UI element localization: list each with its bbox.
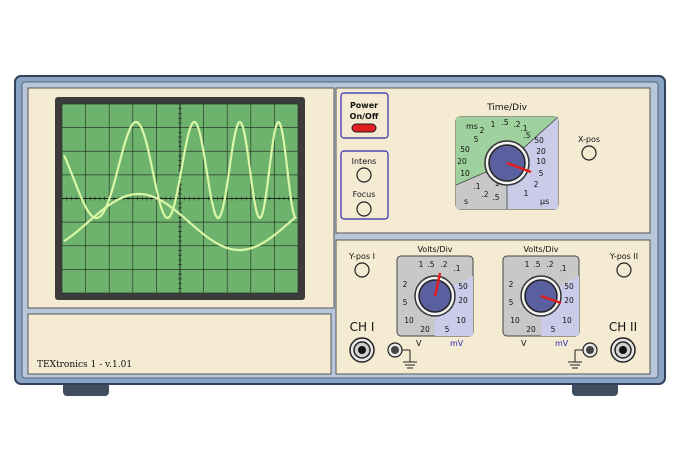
- volts-div-1-ticks: 1.5 .2 .1 50 20 10 5 2 5 10 20: [403, 260, 468, 334]
- time-div-tick-label: 20: [457, 157, 467, 166]
- time-div-tick-label: .5: [501, 118, 508, 127]
- volts-div-tick-label: 2: [509, 280, 514, 289]
- volts-div-1-needle: [433, 272, 442, 297]
- time-div-tick-label: 20: [536, 147, 546, 156]
- ch1-connector[interactable]: [349, 337, 375, 363]
- volts-div-tick-label: 10: [404, 316, 414, 325]
- y-pos-1-knob[interactable]: [354, 262, 370, 278]
- volts-2-unit-mv: mV: [555, 339, 569, 348]
- ch2-label: CH II: [609, 320, 637, 334]
- time-div-tick-label: .5: [492, 193, 499, 202]
- volts-div-tick-label: .2: [546, 260, 553, 269]
- y-pos-2-label: Y-pos II: [609, 252, 638, 261]
- volts-div-tick-label: 1: [419, 260, 424, 269]
- volts-1-unit-v: V: [416, 339, 422, 348]
- ch1-ground-icon: [402, 349, 417, 369]
- ch2-ground-icon: [568, 349, 583, 369]
- time-div-tick-label: 5: [474, 135, 479, 144]
- volts-div-1-title: Volts/Div: [417, 245, 452, 254]
- volts-div-tick-label: 10: [562, 316, 572, 325]
- volts-div-tick-label: 5: [403, 298, 408, 307]
- x-pos-label: X-pos: [578, 135, 600, 144]
- time-div-tick-label: 50: [460, 145, 470, 154]
- right-foot: [572, 382, 618, 396]
- time-div-tick-label: 5: [539, 169, 544, 178]
- power-label-2: On/Off: [350, 112, 379, 121]
- intens-knob[interactable]: [356, 167, 372, 183]
- volts-div-2-needle: [540, 294, 562, 305]
- trace-ch2: [63, 192, 297, 252]
- volts-div-tick-label: 1: [525, 260, 530, 269]
- time-div-tick-label: 1: [495, 179, 500, 188]
- ch2-ground-jack[interactable]: [582, 342, 598, 358]
- volts-div-tick-label: 20: [564, 296, 574, 305]
- time-div-tick-label: 1: [491, 120, 496, 129]
- time-div-title: Time/Div: [486, 103, 527, 113]
- focus-knob[interactable]: [356, 201, 372, 217]
- volts-div-tick-label: 5: [445, 325, 450, 334]
- time-div-needle: [506, 161, 532, 174]
- volts-div-tick-label: 20: [458, 296, 468, 305]
- time-div-tick-label: .2: [513, 120, 520, 129]
- time-div-tick-label: 10: [460, 169, 470, 178]
- left-foot: [63, 382, 109, 396]
- volts-div-tick-label: 10: [456, 316, 466, 325]
- volts-div-tick-label: 50: [458, 282, 468, 291]
- volts-div-tick-label: .2: [440, 260, 447, 269]
- ch1-ground-jack[interactable]: [387, 342, 403, 358]
- us-unit: µs: [540, 197, 549, 206]
- power-button[interactable]: [351, 123, 377, 133]
- volts-div-tick-label: 20: [420, 325, 430, 334]
- volts-div-tick-label: .1: [559, 264, 566, 273]
- trace-ch1: [62, 120, 297, 220]
- volts-div-tick-label: .1: [453, 264, 460, 273]
- volts-div-2-ticks: 1.5 .2 .1 50 20 10 5 2 5 10 20: [509, 260, 574, 334]
- time-div-tick-label: 2: [534, 180, 539, 189]
- ch2-connector[interactable]: [610, 337, 636, 363]
- s-unit: s: [464, 197, 468, 206]
- volts-div-tick-label: 2: [403, 280, 408, 289]
- ms-unit: ms: [466, 122, 478, 131]
- lower-control-panel: [335, 239, 651, 375]
- time-div-tick-label: .5: [523, 131, 530, 140]
- volts-div-2-title: Volts/Div: [523, 245, 558, 254]
- volts-div-tick-label: 5: [551, 325, 556, 334]
- ch1-label: CH I: [350, 320, 375, 334]
- brand-panel: [27, 313, 332, 375]
- time-div-tick-label: 1: [524, 189, 529, 198]
- y-pos-2-knob[interactable]: [616, 262, 632, 278]
- time-div-tick-label: 10: [536, 157, 546, 166]
- us-sector: [507, 117, 558, 209]
- volts-1-unit-mv: mV: [450, 339, 464, 348]
- volts-div-tick-label: .5: [533, 260, 540, 269]
- volts-div-tick-label: 5: [509, 298, 514, 307]
- x-pos-knob[interactable]: [581, 145, 597, 161]
- time-div-tick-label: 2: [480, 126, 485, 135]
- power-label-1: Power: [350, 101, 378, 110]
- time-div-tick-label: .1: [520, 124, 527, 133]
- volts-div-tick-label: 10: [510, 316, 520, 325]
- volts-div-tick-label: 50: [564, 282, 574, 291]
- time-div-tick-label: 50: [534, 136, 544, 145]
- volts-div-tick-label: 20: [526, 325, 536, 334]
- volts-2-unit-v: V: [521, 339, 527, 348]
- volts-div-tick-label: .5: [427, 260, 434, 269]
- time-div-tick-label: .1: [473, 182, 480, 191]
- intens-label: Intens: [352, 157, 377, 166]
- signal-traces: [62, 120, 297, 252]
- focus-label: Focus: [353, 190, 376, 199]
- intens-focus-group: [340, 150, 389, 220]
- y-pos-1-label: Y-pos I: [348, 252, 375, 261]
- time-div-tick-label: .2: [481, 190, 488, 199]
